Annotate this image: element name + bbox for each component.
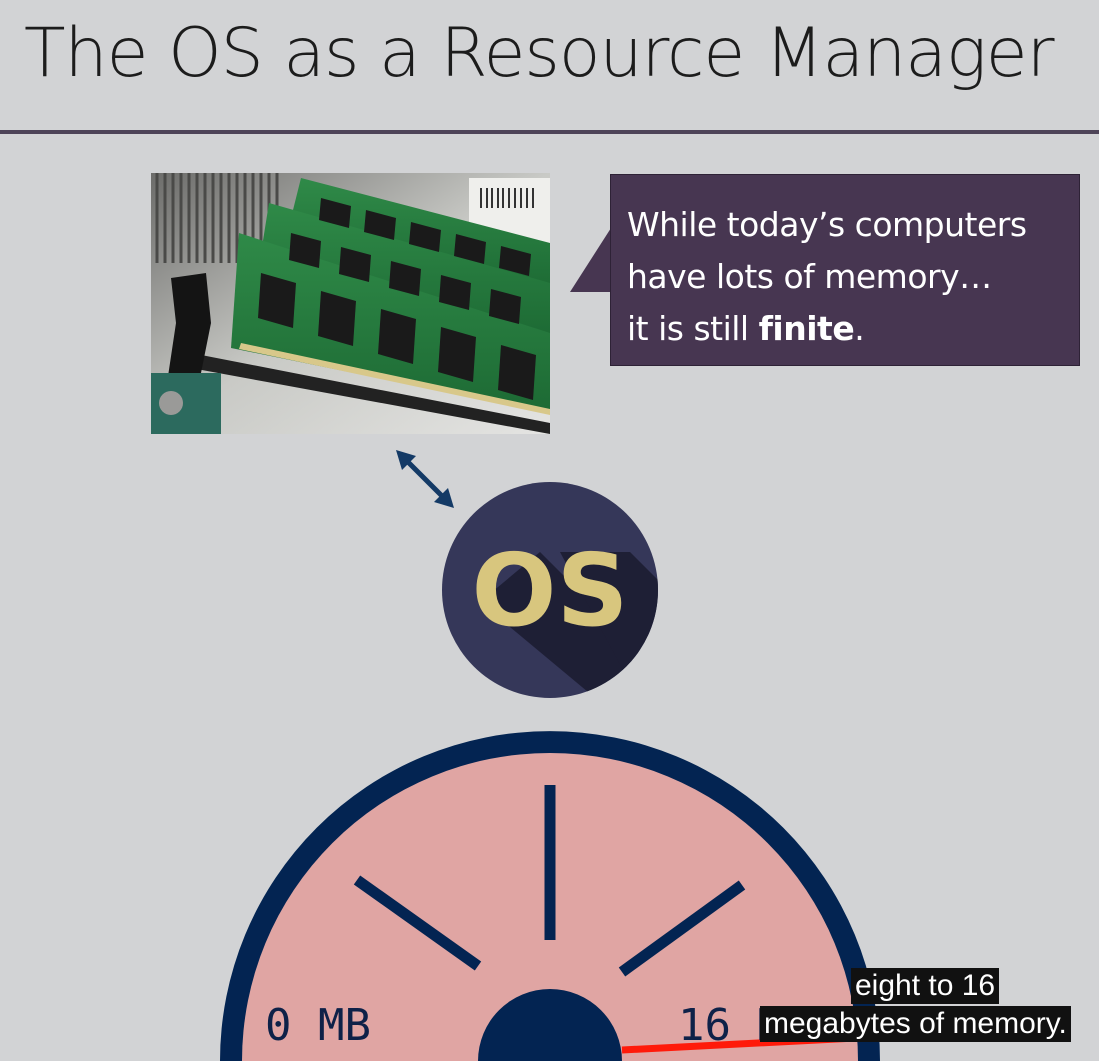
callout-line-2: have lots of memory… bbox=[627, 257, 992, 296]
gauge-hub bbox=[478, 989, 622, 1061]
slide-title: The OS as a Resource Manager bbox=[24, 14, 1055, 93]
callout-pointer bbox=[570, 228, 611, 292]
callout-emphasis: finite bbox=[758, 309, 855, 348]
callout-line-3-suffix: . bbox=[854, 309, 865, 348]
callout-line-1: While today’s computers bbox=[627, 205, 1027, 244]
os-badge-label: OS bbox=[471, 532, 628, 649]
double-arrow-icon bbox=[396, 450, 454, 508]
ram-modules-image bbox=[151, 173, 550, 434]
os-badge: OS bbox=[442, 482, 658, 698]
memory-callout: While today’s computers have lots of mem… bbox=[610, 174, 1080, 366]
callout-line-3-prefix: it is still bbox=[627, 309, 759, 348]
subtitle-line-2: megabytes of memory. bbox=[760, 1006, 1071, 1042]
gauge-min-label: 0 MB bbox=[265, 1000, 371, 1051]
title-divider bbox=[0, 130, 1099, 134]
subtitle-line-1: eight to 16 bbox=[851, 968, 1000, 1004]
callout-text: While today’s computers have lots of mem… bbox=[627, 199, 1027, 355]
gauge-ticks bbox=[353, 785, 746, 977]
memory-gauge: 0 MB 16 MB bbox=[220, 731, 880, 1061]
gauge-tick-right bbox=[618, 880, 746, 977]
gauge-tick-left bbox=[353, 875, 482, 971]
